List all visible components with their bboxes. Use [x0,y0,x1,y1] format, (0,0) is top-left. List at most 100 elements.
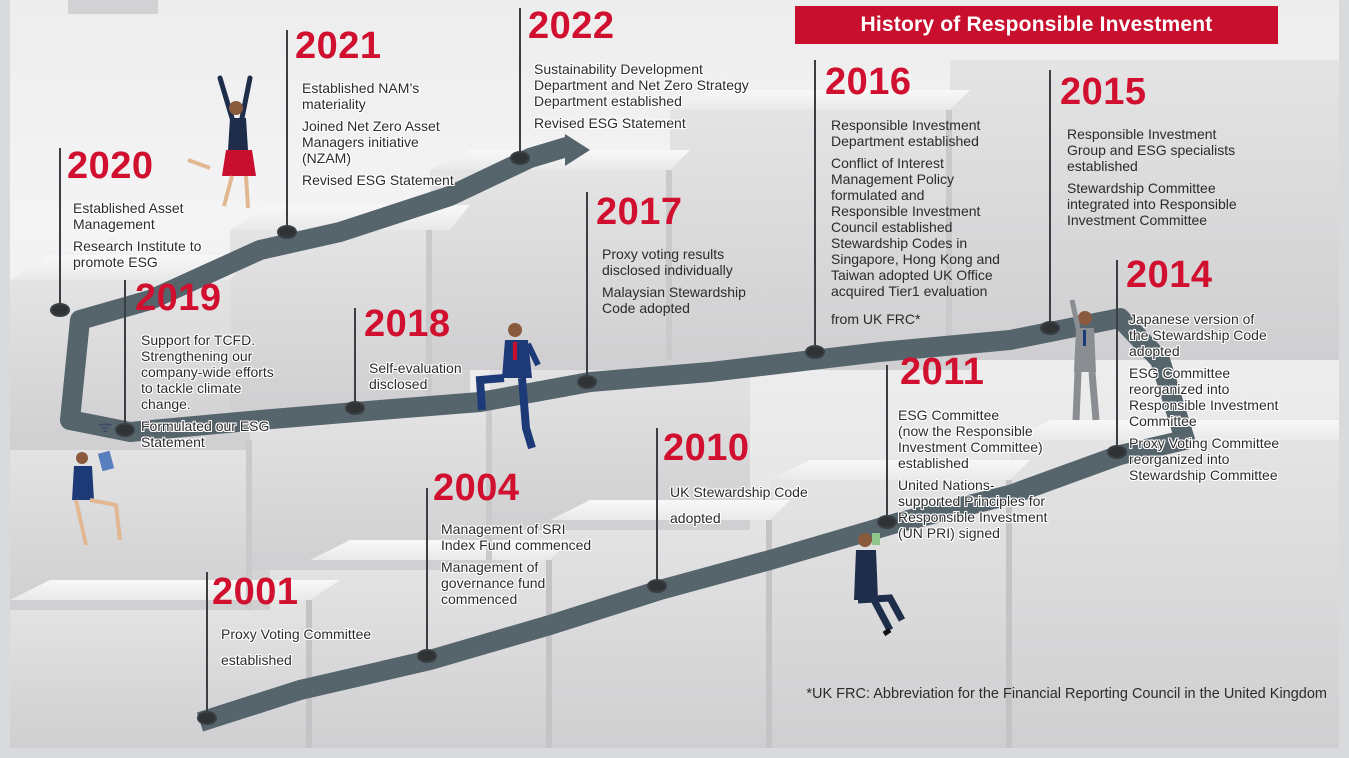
description-line: disclosed individually [602,262,733,278]
description-line: Responsible Investment [1129,397,1279,413]
description-line: Responsible Investment [1067,126,1217,142]
description-line: to tackle climate [141,380,242,396]
milestone-2018-description: Self-evaluation disclosed [369,360,499,392]
description-line: commenced [441,591,518,607]
description-line: Responsible Investment [831,117,981,133]
milestone-2017-description: Proxy voting results disclosed individua… [602,246,782,316]
description-line: formulated and [831,187,925,203]
description-line: Taiwan adopted UK Office [831,267,993,283]
description-line: Proxy voting results [602,246,725,262]
milestone-2016-description: Responsible Investment Department establ… [831,117,1041,327]
description-line: Japanese version of [1129,311,1255,327]
description-line: Statement [141,434,205,450]
description-line: reorganized into [1129,451,1230,467]
description-line: Council established [831,219,953,235]
description-line: Investment Committee [1067,212,1208,228]
year-2001: 2001 [212,571,299,613]
description-line: established [221,652,292,668]
description-line: Management of [441,559,539,575]
description-line: Committee [1129,413,1197,429]
description-line: Investment Committee) [898,439,1043,455]
milestone-2015-description: Responsible Investment Group and ESG spe… [1067,126,1287,228]
page-title: History of Responsible Investment [795,6,1278,44]
milestone-2010-description: UK Stewardship Code adopted [670,484,850,532]
year-2022: 2022 [528,5,615,47]
description-line: change. [141,396,191,412]
description-line: UK Stewardship Code [670,484,808,500]
description-line: Department and Net Zero Strategy [534,77,749,93]
description-line: Management of SRI [441,521,566,537]
description-line: governance fund [441,575,546,591]
description-line: Proxy Voting Committee [1129,435,1280,451]
figure-man-pointing-icon [1069,299,1100,421]
staircase-background: ᯤ [10,0,1339,748]
year-2004: 2004 [433,467,520,509]
description-line: Department established [534,93,682,109]
year-2015: 2015 [1060,71,1147,113]
description-line: Index Fund commenced [441,537,592,553]
figure-man-climbing-icon [475,323,541,450]
description-line: Proxy Voting Committee [221,626,372,642]
description-line: Stewardship Codes in [831,235,968,251]
figure-woman-jumping-icon [187,75,256,209]
description-line: Stewardship Committee [1067,180,1216,196]
description-line: ESG Committee [1129,365,1231,381]
description-line: ESG Committee [898,407,1000,423]
timeline-path [60,134,1195,732]
description-line: Department established [831,133,979,149]
year-2017: 2017 [596,191,683,233]
path-arrowhead [565,134,590,166]
description-line: Self-evaluation [369,360,462,376]
description-line: Revised ESG Statement [534,115,686,131]
figure-man-sitting-icon [854,533,906,637]
milestone-2001-description: Proxy Voting Committee established [221,626,421,674]
milestone-2014-description: Japanese version of the Stewardship Code… [1129,311,1334,483]
description-line: Support for TCFD. [141,332,256,348]
description-line: United Nations- [898,477,995,493]
description-line: Established NAM’s [302,80,420,96]
description-line: Responsible Investment [898,509,1048,525]
description-line: Singapore, Hong Kong and [831,251,1000,267]
milestone-2019-description: Support for TCFD. Strengthening our comp… [141,332,316,450]
description-line: (NZAM) [302,150,351,166]
description-line: Management Policy [831,171,954,187]
footnote: *UK FRC: Abbreviation for the Financial … [806,686,1327,702]
description-line: integrated into Responsible [1067,196,1237,212]
svg-text:ᯤ: ᯤ [98,417,113,436]
timeline-markers [50,8,1127,725]
description-line: (UN PRI) signed [898,525,1000,541]
description-line: Sustainability Development [534,61,703,77]
year-2010: 2010 [663,427,750,469]
milestone-2020-description: Established Asset Management Research In… [73,200,243,270]
description-line: reorganized into [1129,381,1230,397]
description-line: materiality [302,96,366,112]
description-line: from UK FRC* [831,311,921,327]
year-2021: 2021 [295,25,382,67]
year-2014: 2014 [1126,254,1213,296]
year-2011: 2011 [900,351,985,393]
block [68,0,158,14]
description-line: established [1067,158,1138,174]
year-2020: 2020 [67,145,154,187]
description-line: Code adopted [602,300,690,316]
description-line: Research Institute to [73,238,202,254]
description-line: supported Principles for [898,493,1046,509]
description-line: the Stewardship Code [1129,327,1267,343]
figure-woman-tablet-icon: ᯤ [72,417,122,546]
milestone-2004-description: Management of SRI Index Fund commenced M… [441,521,641,607]
description-line: Strengthening our [141,348,253,364]
description-line: company-wide efforts [141,364,274,380]
description-line: adopted [670,510,721,526]
milestone-2011-description: ESG Committee (now the Responsible Inves… [898,407,1098,541]
description-line: Malaysian Stewardship [602,284,746,300]
description-line: Stewardship Committee [1129,467,1278,483]
description-line: Established Asset [73,200,184,216]
description-line: Responsible Investment [831,203,981,219]
timeline-stage: ᯤ History of Responsible Investment 2001… [10,0,1339,748]
description-line: Revised ESG Statement [302,172,454,188]
description-line: established [898,455,969,471]
description-line: acquired Tier1 evaluation [831,283,988,299]
description-line: Managers initiative [302,134,419,150]
year-2016: 2016 [825,61,912,103]
description-line: Joined Net Zero Asset [302,118,440,134]
